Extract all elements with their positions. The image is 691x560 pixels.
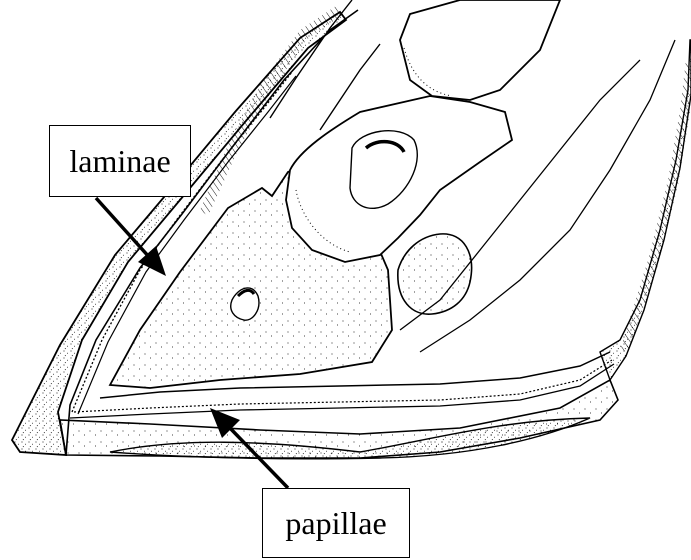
- long-pastern: [400, 0, 560, 100]
- papillae-label-text: papillae: [285, 505, 386, 542]
- papillae-label: papillae: [262, 488, 410, 558]
- heel: [600, 40, 691, 380]
- laminae-label-text: laminae: [69, 143, 170, 180]
- hair-back: [620, 60, 691, 352]
- laminae-label: laminae: [49, 125, 191, 197]
